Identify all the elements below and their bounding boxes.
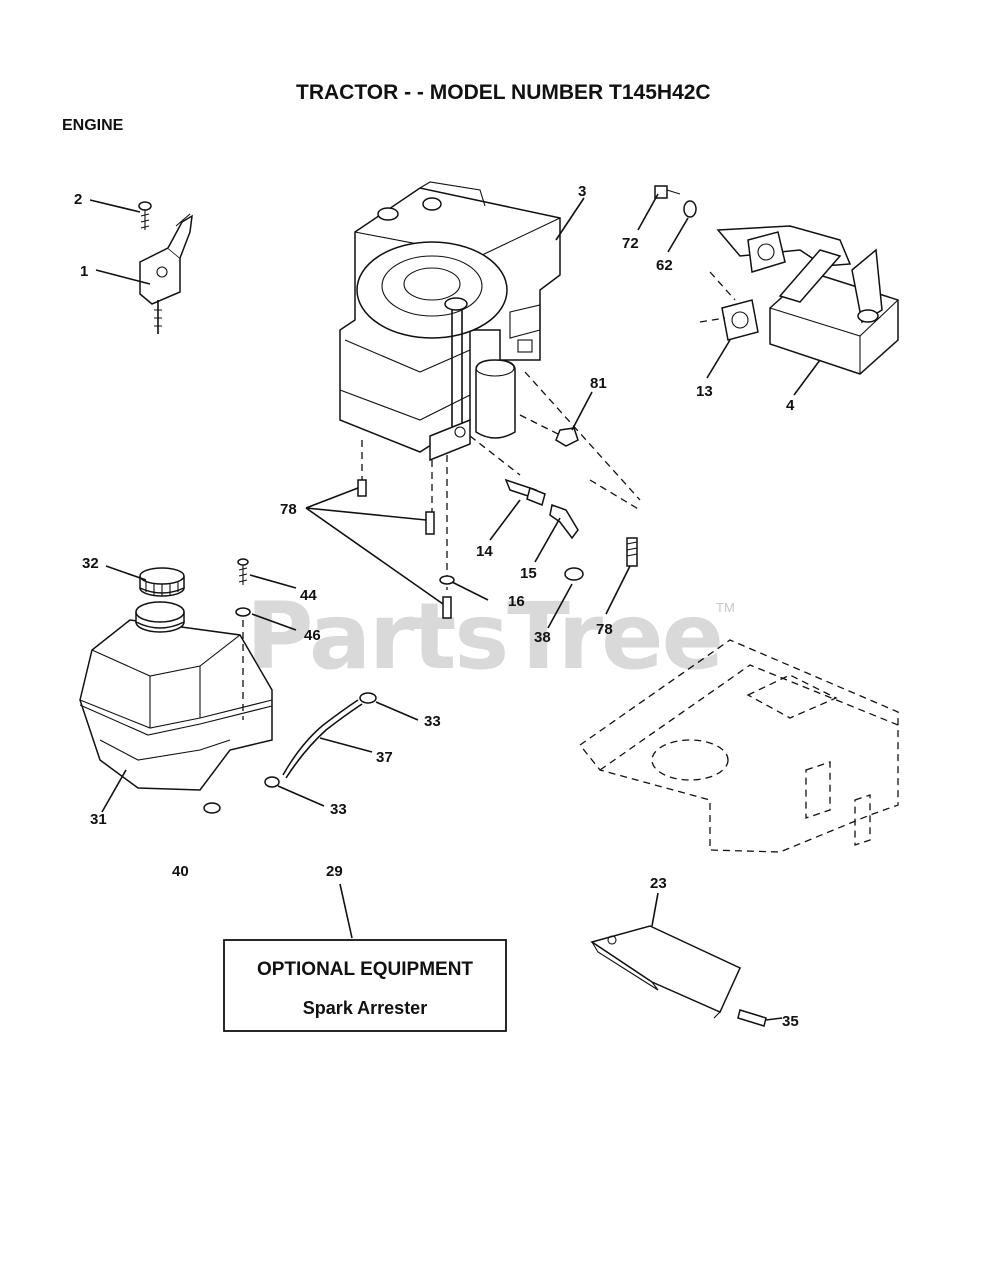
washer-part (235, 607, 251, 617)
muffler-part (769, 248, 899, 375)
callout-label: 14 (476, 543, 493, 560)
page-title: TRACTOR - - MODEL NUMBER T145H42C (296, 81, 711, 104)
optional-equipment-item: Spark Arrester (303, 998, 427, 1018)
section-heading: ENGINE (62, 117, 124, 134)
callout-label: 13 (696, 383, 713, 400)
nut-part (564, 567, 584, 581)
callout-label: 33 (330, 801, 347, 818)
clamp-part (359, 692, 377, 704)
gasket-part (683, 200, 697, 218)
callout-label: 29 (326, 863, 343, 880)
callout-label: 81 (590, 375, 607, 392)
nut-part (555, 427, 579, 447)
bolt-part (654, 185, 681, 199)
callout-label: 23 (650, 875, 667, 892)
optional-equipment-heading: OPTIONAL EQUIPMENT (257, 959, 473, 980)
callout-label: 37 (376, 749, 393, 766)
callout-label: 62 (656, 257, 673, 274)
callout-label: 15 (520, 565, 537, 582)
clamp-part (264, 776, 280, 788)
callout-label: 31 (90, 811, 107, 828)
engine-part (339, 181, 561, 462)
callout-label: 16 (508, 593, 525, 610)
callout-label: 33 (424, 713, 441, 730)
watermark-trademark: TM (716, 600, 735, 615)
screw-part (237, 558, 249, 585)
callout-label: 78 (596, 621, 613, 638)
callout-label: 46 (304, 627, 321, 644)
gasket-part (721, 299, 759, 341)
screw-part (737, 1009, 767, 1027)
fitting-part (504, 478, 546, 507)
watermark-text: PartsTree (246, 583, 722, 690)
callout-label: 32 (82, 555, 99, 572)
callout-label: 38 (534, 629, 551, 646)
callout-label: 2 (74, 191, 82, 208)
fuel-cap-part (139, 567, 185, 597)
screw-part (138, 201, 152, 230)
bolt-part (357, 479, 638, 619)
callout-label: 72 (622, 235, 639, 252)
elbow-part (549, 504, 579, 540)
throttle-control-part (139, 213, 193, 334)
callout-label: 1 (80, 263, 88, 280)
callout-label: 35 (782, 1013, 799, 1030)
callout-label: 78 (280, 501, 297, 518)
callout-label: 4 (786, 397, 795, 414)
optional-equipment-box: OPTIONAL EQUIPMENT Spark Arrester (223, 939, 507, 1032)
callout-label: 40 (172, 863, 189, 880)
chassis-frame-reference (579, 639, 899, 853)
washer-part (439, 575, 455, 585)
fuel-tank-part (79, 601, 273, 791)
callout-label: 44 (300, 587, 317, 604)
grommet-part (203, 802, 221, 814)
heat-shield-part (590, 925, 741, 1019)
callout-label: 3 (578, 183, 586, 200)
